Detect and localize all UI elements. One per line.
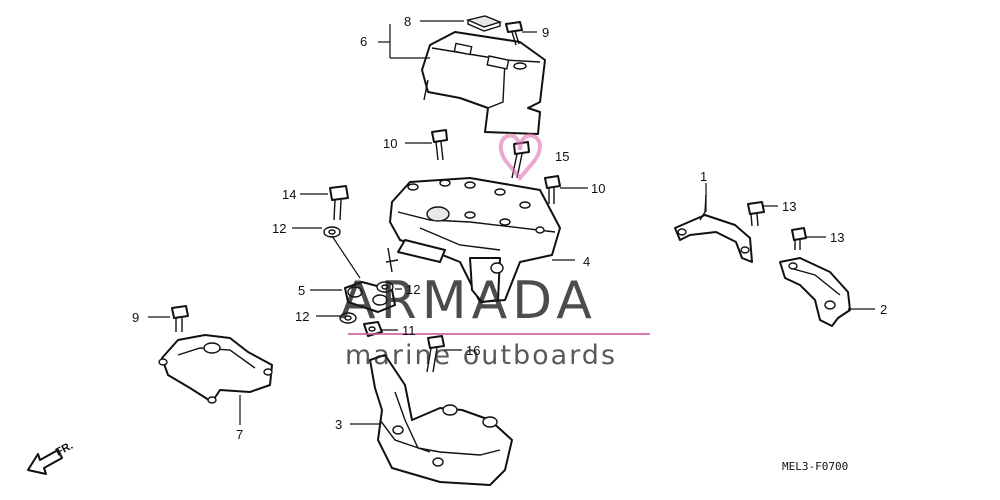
callout-2: 2 <box>880 302 887 317</box>
callout-8: 8 <box>404 14 411 29</box>
callout-10-left: 10 <box>383 136 397 151</box>
bolt-10-left <box>431 129 448 161</box>
callout-12-lower: 12 <box>295 309 309 324</box>
main-mount-bracket-part <box>385 177 561 303</box>
callout-9-top: 9 <box>542 25 549 40</box>
top-cover-part <box>421 31 546 135</box>
callout-6: 6 <box>360 34 367 49</box>
nut-11 <box>363 321 383 337</box>
callout-12-upper: 12 <box>272 221 286 236</box>
bolt-9-top <box>505 21 523 46</box>
watermark-heart-icon <box>498 133 542 182</box>
watermark-brand: ARMADA <box>340 271 597 331</box>
bolt-13-upper <box>747 201 765 227</box>
callout-7: 7 <box>236 427 243 442</box>
arrow-icon <box>27 449 63 475</box>
leader-lines <box>148 20 875 425</box>
front-direction-arrow: FR. <box>27 440 75 475</box>
lower-bracket-part <box>369 354 513 486</box>
callout-9-left: 9 <box>132 310 139 325</box>
callout-10-right: 10 <box>591 181 605 196</box>
callout-5: 5 <box>298 283 305 298</box>
bolt-9-left <box>171 305 189 332</box>
washer-12-upper <box>323 226 341 238</box>
watermark: ARMADA marine outboards <box>340 133 650 371</box>
callout-4: 4 <box>583 254 590 269</box>
bolt-14 <box>329 185 349 221</box>
callout-15: 15 <box>555 149 569 164</box>
callout-13-upper: 13 <box>782 199 796 214</box>
washer-12-lower <box>339 312 357 324</box>
washer-12-right <box>376 281 394 293</box>
callout-13-lower: 13 <box>830 230 844 245</box>
callout-numbers: 1 2 3 4 5 6 7 8 9 9 10 10 11 12 12 12 13… <box>132 14 887 442</box>
bolt-13-lower <box>791 227 807 250</box>
callout-14: 14 <box>282 187 296 202</box>
rubber-pad-part <box>465 15 503 32</box>
front-direction-label: FR. <box>54 440 75 459</box>
bolt-16 <box>426 335 445 373</box>
callout-1: 1 <box>700 169 707 184</box>
callout-12-right: 12 <box>406 282 420 297</box>
right-lower-bracket-part <box>779 257 851 327</box>
bolt-10-right <box>544 175 561 204</box>
callout-11: 11 <box>402 323 416 338</box>
diagram-code: MEL3-F0700 <box>782 460 848 473</box>
right-upper-bracket-part <box>674 194 753 263</box>
left-bracket-part <box>158 334 273 404</box>
callout-16: 16 <box>466 343 480 358</box>
watermark-tagline: marine outboards <box>345 340 617 371</box>
callout-3: 3 <box>335 417 342 432</box>
